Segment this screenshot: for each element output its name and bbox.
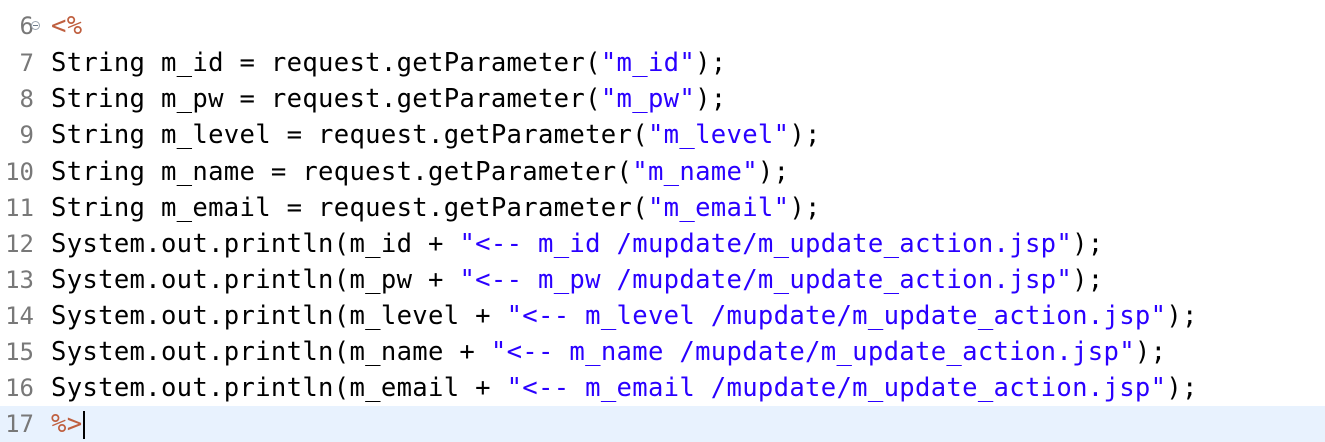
line-gutter: 7	[0, 45, 40, 81]
code-token: );	[1072, 229, 1104, 259]
code-token: String m_pw = request.getParameter(	[51, 84, 601, 114]
code-token: );	[757, 157, 790, 187]
string-literal: "<-- m_id /mupdate/m_update_action.jsp"	[459, 229, 1073, 259]
line-number: 16	[5, 374, 34, 402]
line-gutter: 16	[0, 370, 40, 406]
jsp-delimiter: %>	[51, 409, 83, 439]
jsp-delimiter: <%	[51, 11, 83, 41]
line-number: 6	[19, 12, 34, 40]
code-token: );	[1166, 301, 1198, 331]
line-gutter: 12	[0, 226, 40, 262]
collapse-fold-icon[interactable]	[31, 21, 40, 30]
code-line[interactable]: 8 String m_pw = request.getParameter("m_p…	[0, 81, 1325, 117]
code-token: System.out.println(m_id +	[51, 229, 460, 259]
code-token: );	[1072, 265, 1104, 295]
code-token: String m_name = request.getParameter(	[51, 157, 633, 187]
line-number: 13	[5, 266, 34, 294]
code-token: );	[1166, 373, 1198, 403]
line-gutter: 14	[0, 298, 40, 334]
line-number: 7	[19, 49, 34, 77]
code-token: String m_level = request.getParameter(	[51, 120, 648, 150]
line-gutter: 15	[0, 334, 40, 370]
code-token: String m_email = request.getParameter(	[51, 193, 648, 223]
code-line[interactable]: 7 String m_id = request.getParameter("m_i…	[0, 45, 1325, 81]
string-literal: "m_email"	[647, 193, 790, 223]
code-text: String m_email = request.getParameter("m…	[51, 190, 821, 226]
code-text: String m_level = request.getParameter("m…	[51, 117, 821, 153]
code-token: );	[1134, 337, 1167, 367]
line-number: 12	[5, 230, 34, 258]
code-line[interactable]: 16 System.out.println(m_email + "<-- m_em…	[0, 370, 1325, 406]
text-cursor	[83, 411, 86, 439]
string-literal: "<-- m_name /mupdate/m_update_action.jsp…	[490, 337, 1135, 367]
line-number: 11	[5, 194, 34, 222]
code-line[interactable]: 13 System.out.println(m_pw + "<-- m_pw /m…	[0, 262, 1325, 298]
code-text: String m_name = request.getParameter("m_…	[51, 154, 789, 190]
line-number: 15	[5, 338, 34, 366]
code-token: );	[789, 120, 821, 150]
code-text: %>	[51, 406, 86, 442]
code-line[interactable]: 10 String m_name = request.getParameter("…	[0, 154, 1325, 190]
line-number: 17	[5, 410, 34, 438]
code-line[interactable]: 15 System.out.println(m_name + "<-- m_nam…	[0, 334, 1325, 370]
code-token: );	[789, 193, 821, 223]
string-literal: "<-- m_level /mupdate/m_update_action.js…	[506, 301, 1167, 331]
code-token: String m_id = request.getParameter(	[51, 48, 601, 78]
code-token: System.out.println(m_level +	[51, 301, 507, 331]
string-literal: "<-- m_pw /mupdate/m_update_action.jsp"	[459, 265, 1073, 295]
code-token: System.out.println(m_pw +	[51, 265, 460, 295]
code-token: System.out.println(m_name +	[51, 337, 491, 367]
code-line[interactable]: 12 System.out.println(m_id + "<-- m_id /m…	[0, 226, 1325, 262]
line-gutter: 6	[0, 8, 40, 44]
code-token: System.out.println(m_email +	[51, 373, 507, 403]
code-line[interactable]: 11 String m_email = request.getParameter(…	[0, 190, 1325, 226]
line-number: 8	[19, 85, 34, 113]
line-gutter: 11	[0, 190, 40, 226]
code-text: System.out.println(m_email + "<-- m_emai…	[51, 370, 1198, 406]
code-text: System.out.println(m_pw + "<-- m_pw /mup…	[51, 262, 1104, 298]
code-line[interactable]: 17 %>	[0, 406, 1325, 442]
code-token: );	[695, 84, 727, 114]
line-gutter: 9	[0, 117, 40, 153]
string-literal: "m_level"	[647, 120, 790, 150]
string-literal: "m_pw"	[600, 84, 696, 114]
code-text: System.out.println(m_name + "<-- m_name …	[51, 334, 1166, 370]
string-literal: "<-- m_email /mupdate/m_update_action.js…	[506, 373, 1167, 403]
code-line[interactable]: 6 <%	[0, 8, 1325, 44]
string-literal: "m_name"	[632, 157, 758, 187]
line-gutter: 8	[0, 81, 40, 117]
code-line[interactable]: 9 String m_level = request.getParameter("…	[0, 117, 1325, 153]
line-gutter: 17	[0, 406, 40, 442]
string-literal: "m_id"	[600, 48, 696, 78]
line-gutter: 13	[0, 262, 40, 298]
code-text: <%	[51, 8, 82, 44]
line-number: 10	[5, 158, 34, 186]
code-text: String m_id = request.getParameter("m_id…	[51, 45, 727, 81]
code-text: String m_pw = request.getParameter("m_pw…	[51, 81, 727, 117]
line-gutter: 10	[0, 154, 40, 190]
line-number: 9	[19, 121, 34, 149]
code-line[interactable]: 14 System.out.println(m_level + "<-- m_le…	[0, 298, 1325, 334]
code-text: System.out.println(m_level + "<-- m_leve…	[51, 298, 1198, 334]
line-number: 14	[5, 302, 34, 330]
code-token: );	[695, 48, 727, 78]
code-text: System.out.println(m_id + "<-- m_id /mup…	[51, 226, 1104, 262]
